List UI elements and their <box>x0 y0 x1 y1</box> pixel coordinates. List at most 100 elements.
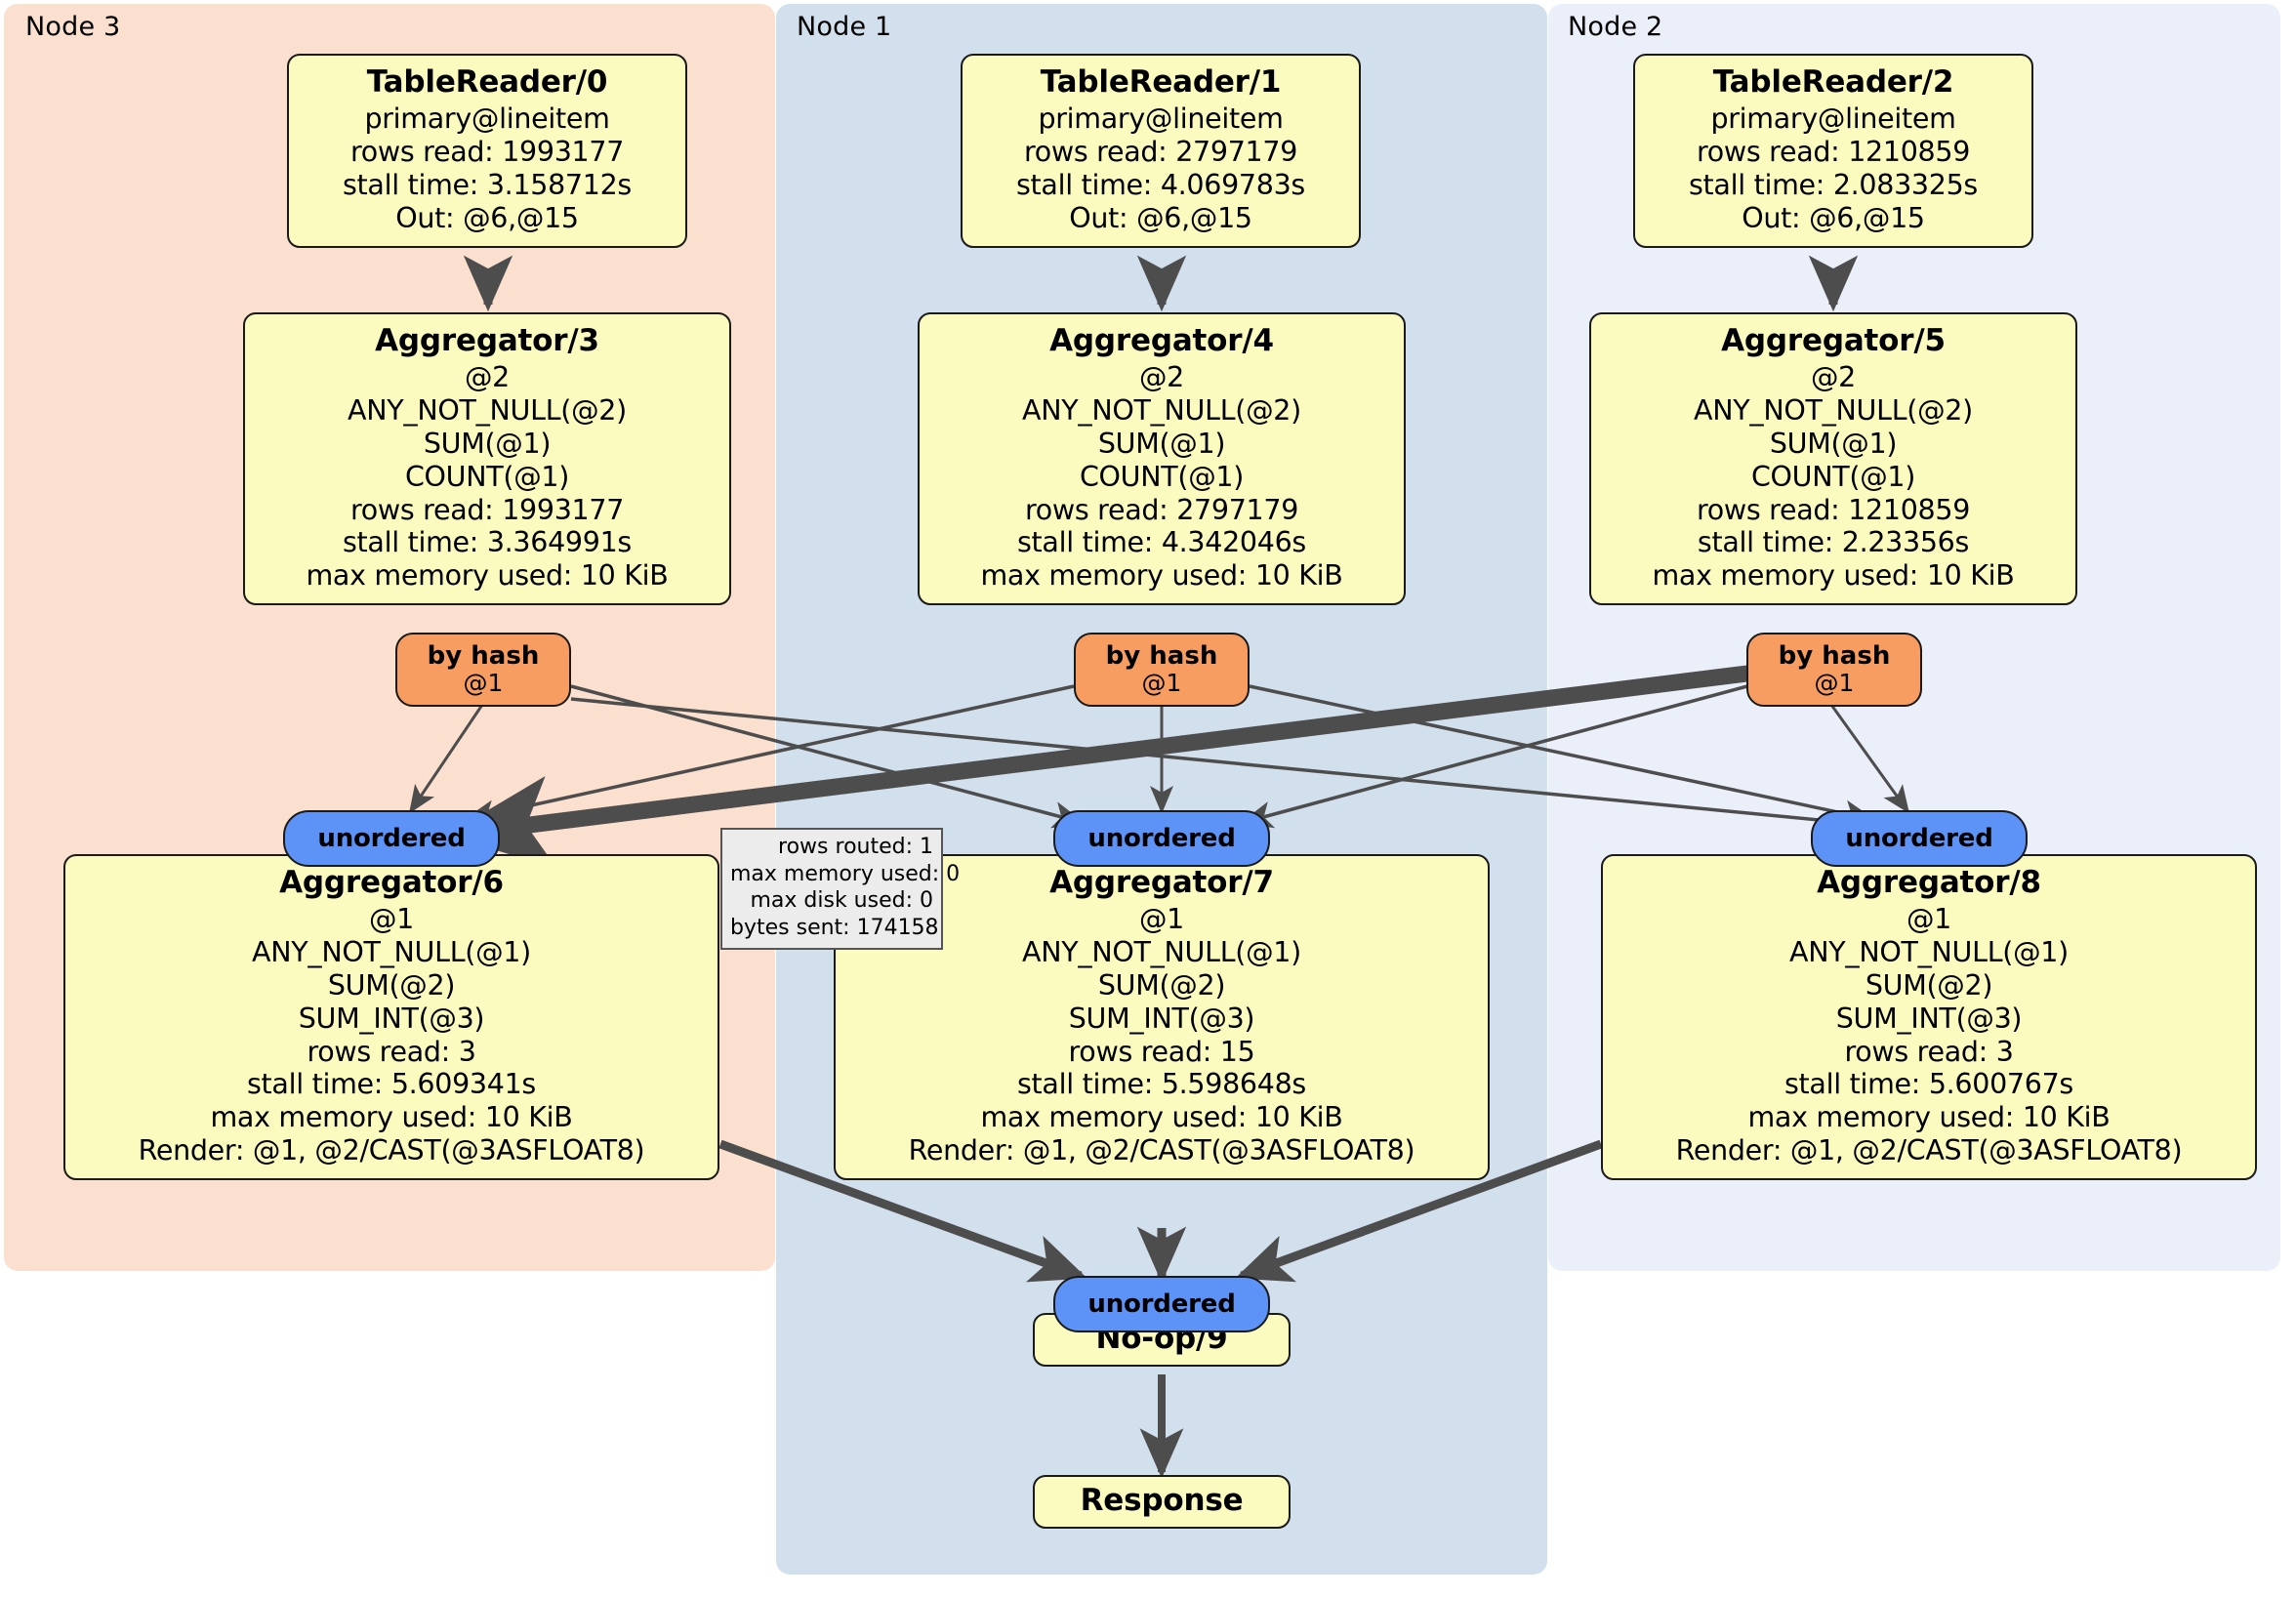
tooltip-max-disk: max disk used: 0 <box>750 888 933 914</box>
router-by-hash-right[interactable]: by hash @1 <box>1746 633 1922 707</box>
node-detail-agg-2: SUM(@1) <box>1769 427 1898 460</box>
node-detail-agg-3: SUM_INT(@3) <box>298 1002 485 1035</box>
router-stats-tooltip: rows routed: 1 max memory used: 0 max di… <box>720 828 961 950</box>
node-detail-agg-1: ANY_NOT_NULL(@2) <box>348 393 627 427</box>
node-detail-agg-3: COUNT(@1) <box>1750 460 1916 493</box>
cluster-label-node-2: Node 2 <box>1568 12 1663 42</box>
node-detail-group-col: @1 <box>368 902 415 935</box>
node-detail-agg-1: ANY_NOT_NULL(@2) <box>1694 393 1973 427</box>
stream-label: unordered <box>317 823 466 853</box>
node-detail-index: primary@lineitem <box>364 102 610 135</box>
node-detail-max-memory: max memory used: 10 KiB <box>980 1101 1343 1134</box>
node-tablereader-2[interactable]: TableReader/2 primary@lineitem rows read… <box>1633 54 2033 248</box>
node-detail-render: Render: @1, @2/CAST(@3ASFLOAT8) <box>1675 1134 2183 1167</box>
node-detail-index: primary@lineitem <box>1710 102 1956 135</box>
node-detail-agg-3: SUM_INT(@3) <box>1835 1002 2023 1035</box>
node-detail-agg-2: SUM(@2) <box>327 968 456 1002</box>
node-detail-group-col: @2 <box>1138 360 1185 393</box>
node-detail-agg-1: ANY_NOT_NULL(@1) <box>1789 935 2069 968</box>
stream-unordered-right[interactable]: unordered <box>1811 810 2028 867</box>
node-title: TableReader/2 <box>1712 64 1954 100</box>
node-response[interactable]: Response <box>1033 1475 1291 1529</box>
node-detail-agg-3: COUNT(@1) <box>1079 460 1245 493</box>
node-detail-stall-time: stall time: 5.598648s <box>1017 1068 1306 1101</box>
node-detail-agg-2: SUM(@1) <box>1097 427 1226 460</box>
stream-label: unordered <box>1845 823 1993 853</box>
node-detail-agg-1: ANY_NOT_NULL(@2) <box>1022 393 1301 427</box>
node-title: Aggregator/4 <box>1049 323 1274 358</box>
node-detail-max-memory: max memory used: 10 KiB <box>1652 559 2015 593</box>
node-detail-out: Out: @6,@15 <box>395 201 579 234</box>
node-detail-stall-time: stall time: 5.609341s <box>247 1068 536 1101</box>
node-title: TableReader/1 <box>1040 64 1282 100</box>
node-detail-agg-2: SUM(@1) <box>423 427 552 460</box>
node-detail-max-memory: max memory used: 10 KiB <box>1747 1101 2111 1134</box>
cluster-label-node-1: Node 1 <box>797 12 892 42</box>
router-label: by hash <box>427 641 540 672</box>
node-detail-agg-3: COUNT(@1) <box>404 460 570 493</box>
node-detail-render: Render: @1, @2/CAST(@3ASFLOAT8) <box>908 1134 1415 1167</box>
tooltip-bytes-sent: bytes sent: 174158 <box>730 916 939 941</box>
node-aggregator-4[interactable]: Aggregator/4 @2 ANY_NOT_NULL(@2) SUM(@1)… <box>918 312 1406 606</box>
node-title: Aggregator/8 <box>1817 865 2041 900</box>
node-detail-agg-2: SUM(@2) <box>1097 968 1226 1002</box>
cluster-label-node-3: Node 3 <box>25 12 121 42</box>
node-detail-max-memory: max memory used: 10 KiB <box>980 559 1343 593</box>
node-detail-group-col: @2 <box>464 360 511 393</box>
stream-unordered-middle[interactable]: unordered <box>1053 810 1270 867</box>
node-detail-stall-time: stall time: 4.069783s <box>1016 168 1305 201</box>
router-by-hash-middle[interactable]: by hash @1 <box>1074 633 1250 707</box>
node-detail-render: Render: @1, @2/CAST(@3ASFLOAT8) <box>138 1134 645 1167</box>
router-label: by hash <box>1778 641 1891 672</box>
node-title: Aggregator/5 <box>1721 323 1946 358</box>
node-detail-rows-read: rows read: 1210859 <box>1696 135 1971 168</box>
node-detail-stall-time: stall time: 3.364991s <box>343 526 632 559</box>
router-sublabel: @1 <box>463 669 504 698</box>
node-detail-agg-2: SUM(@2) <box>1865 968 1993 1002</box>
stream-label: unordered <box>1087 823 1236 853</box>
node-detail-rows-read: rows read: 1993177 <box>349 135 625 168</box>
node-detail-stall-time: stall time: 2.083325s <box>1689 168 1978 201</box>
node-detail-group-col: @1 <box>1138 902 1185 935</box>
node-detail-index: primary@lineitem <box>1038 102 1284 135</box>
node-title: Aggregator/3 <box>375 323 599 358</box>
node-aggregator-3[interactable]: Aggregator/3 @2 ANY_NOT_NULL(@2) SUM(@1)… <box>243 312 731 606</box>
node-detail-agg-1: ANY_NOT_NULL(@1) <box>1022 935 1301 968</box>
tooltip-max-memory: max memory used: 0 <box>730 861 961 886</box>
node-detail-group-col: @2 <box>1810 360 1857 393</box>
stream-unordered-left[interactable]: unordered <box>283 810 500 867</box>
node-detail-rows-read: rows read: 2797179 <box>1024 493 1299 526</box>
stream-unordered-final[interactable]: unordered <box>1053 1276 1270 1332</box>
node-title: Aggregator/7 <box>1049 865 1274 900</box>
node-aggregator-8[interactable]: Aggregator/8 @1 ANY_NOT_NULL(@1) SUM(@2)… <box>1601 854 2257 1181</box>
stream-label: unordered <box>1087 1289 1236 1319</box>
node-detail-out: Out: @6,@15 <box>1742 201 1925 234</box>
node-detail-rows-read: rows read: 15 <box>1068 1035 1255 1068</box>
node-tablereader-0[interactable]: TableReader/0 primary@lineitem rows read… <box>287 54 687 248</box>
node-detail-rows-read: rows read: 3 <box>1844 1035 2014 1068</box>
node-detail-rows-read: rows read: 2797179 <box>1023 135 1298 168</box>
router-label: by hash <box>1105 641 1218 672</box>
node-tablereader-1[interactable]: TableReader/1 primary@lineitem rows read… <box>961 54 1361 248</box>
node-aggregator-5[interactable]: Aggregator/5 @2 ANY_NOT_NULL(@2) SUM(@1)… <box>1589 312 2077 606</box>
node-detail-rows-read: rows read: 1993177 <box>349 493 625 526</box>
node-detail-max-memory: max memory used: 10 KiB <box>306 559 669 593</box>
node-detail-stall-time: stall time: 4.342046s <box>1017 526 1306 559</box>
node-detail-rows-read: rows read: 3 <box>307 1035 476 1068</box>
node-detail-group-col: @1 <box>1906 902 1952 935</box>
tooltip-rows-routed: rows routed: 1 <box>778 835 933 859</box>
node-aggregator-7[interactable]: Aggregator/7 @1 ANY_NOT_NULL(@1) SUM(@2)… <box>834 854 1490 1181</box>
node-detail-agg-3: SUM_INT(@3) <box>1068 1002 1255 1035</box>
node-title: Response <box>1080 1483 1244 1518</box>
router-by-hash-left[interactable]: by hash @1 <box>395 633 571 707</box>
node-detail-max-memory: max memory used: 10 KiB <box>210 1101 573 1134</box>
node-detail-rows-read: rows read: 1210859 <box>1696 493 1971 526</box>
node-detail-stall-time: stall time: 2.23356s <box>1697 526 1970 559</box>
node-aggregator-6[interactable]: Aggregator/6 @1 ANY_NOT_NULL(@1) SUM(@2)… <box>63 854 719 1181</box>
node-detail-agg-1: ANY_NOT_NULL(@1) <box>252 935 531 968</box>
node-detail-out: Out: @6,@15 <box>1069 201 1252 234</box>
node-title: Aggregator/6 <box>279 865 504 900</box>
router-sublabel: @1 <box>1814 669 1855 698</box>
node-detail-stall-time: stall time: 3.158712s <box>343 168 632 201</box>
